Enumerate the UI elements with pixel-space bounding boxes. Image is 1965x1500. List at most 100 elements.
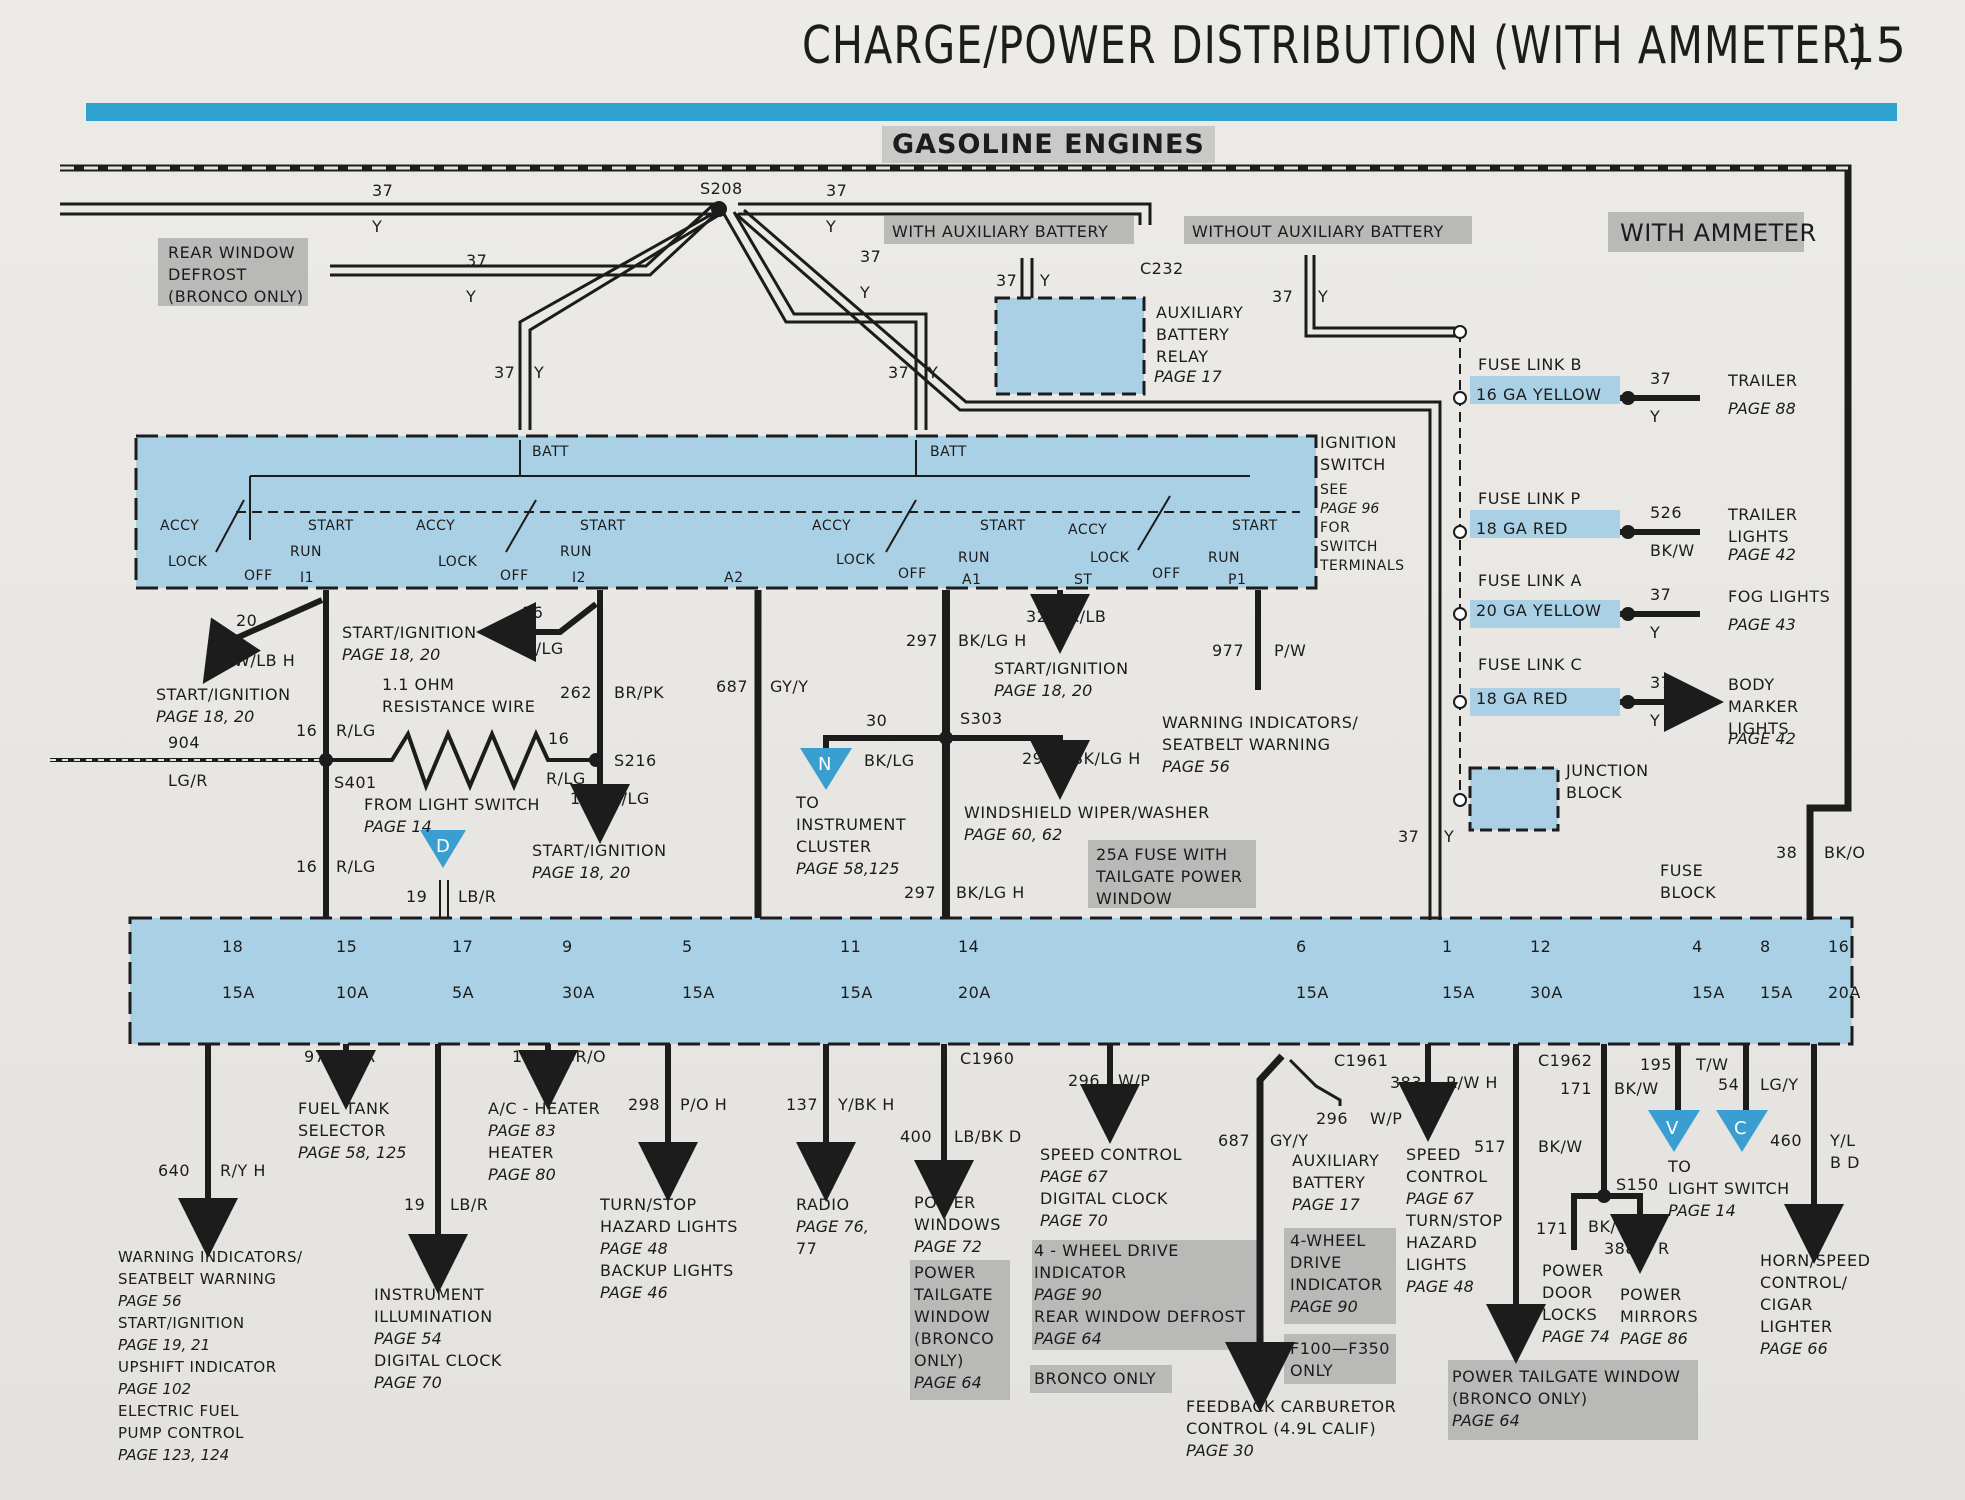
switch-position-off: OFF <box>244 568 273 584</box>
label: 195 <box>1640 1055 1672 1074</box>
label: C1962 <box>1538 1051 1592 1070</box>
label-line: ILLUMINATION <box>374 1307 493 1326</box>
label-line: WARNING INDICATORS/ <box>118 1248 303 1266</box>
fuse-amps: 20A <box>1828 983 1861 1002</box>
fuse-link-page: PAGE 42 <box>1728 545 1796 564</box>
label-line: POWER TAILGATE WINDOW <box>1452 1367 1680 1386</box>
label: GY/Y <box>1270 1131 1309 1150</box>
label: 460 <box>1770 1131 1802 1150</box>
circuit-number: 297 <box>906 631 938 650</box>
circuit-number: 32 <box>1026 607 1047 626</box>
junction-block-label-line: BLOCK <box>1566 783 1622 802</box>
circuit-number: 904 <box>168 733 200 752</box>
splice-s208: S208 <box>700 179 743 198</box>
fuse-link-gauge: 16 GA YELLOW <box>1476 385 1601 404</box>
label-line: PAGE 123, 124 <box>118 1446 229 1464</box>
wire-color: Y <box>1649 407 1660 426</box>
section-title: GASOLINE ENGINES <box>882 126 1215 163</box>
fuse-link-name: FUSE LINK P <box>1478 489 1581 508</box>
start-ignition-dest-line: START/IGNITION <box>156 685 291 704</box>
wire-color: R/LG <box>336 857 376 876</box>
fuse-amps: 15A <box>1692 983 1725 1002</box>
switch-position-lock: LOCK <box>1090 550 1130 566</box>
circuit-number: 37 <box>372 181 393 200</box>
wire-color: R/LG <box>546 769 586 788</box>
start-ignition-dest-line: PAGE 18, 20 <box>342 645 440 664</box>
junction-block-label-line: JUNCTION <box>1565 761 1649 780</box>
label-line: 4 - WHEEL DRIVE <box>1034 1241 1179 1260</box>
circuit-number: 16 <box>296 857 317 876</box>
label-line: BATTERY <box>1292 1173 1365 1192</box>
wire-color: LB/R <box>458 887 496 906</box>
wire-color: Y <box>1649 623 1660 642</box>
label: R <box>1658 1239 1670 1258</box>
label-line: PAGE 70 <box>374 1373 442 1392</box>
label-line: DIGITAL CLOCK <box>374 1351 502 1370</box>
start-ignition-dest-line: START/IGNITION <box>994 659 1129 678</box>
label: R <box>364 1047 376 1066</box>
fuse-amps: 15A <box>1760 983 1793 1002</box>
label: BK/W <box>1614 1079 1659 1098</box>
label-line: HAZARD LIGHTS <box>600 1217 738 1236</box>
wire-color: Y <box>1317 287 1328 306</box>
fuse-link-destination-line: TRAILER <box>1727 505 1798 524</box>
wire-color: BK/LG <box>864 751 915 770</box>
ignition-switch-title-line: SWITCH <box>1320 455 1386 474</box>
circuit-number: 16 <box>570 789 591 808</box>
fuse-number: 14 <box>958 937 979 956</box>
circuit-number: 37 <box>466 251 487 270</box>
label-line: TURN/STOP <box>599 1195 697 1214</box>
circuit-number: 16 <box>296 721 317 740</box>
label: 137 <box>786 1095 818 1114</box>
fuse-block-title-line: BLOCK <box>1660 883 1716 902</box>
wire-color: BK/LG H <box>958 631 1027 650</box>
label: LG/Y <box>1760 1075 1798 1094</box>
circuit-number: 37 <box>996 271 1017 290</box>
label-line: DOOR <box>1542 1283 1593 1302</box>
wire-color: W/LB H <box>234 651 295 670</box>
fuse-number: 9 <box>562 937 573 956</box>
label-line: PAGE 90 <box>1290 1297 1358 1316</box>
marker-d: D <box>436 836 450 857</box>
switch-terminal: A2 <box>724 570 743 586</box>
label: 181 <box>512 1047 544 1066</box>
circuit-number: 297 <box>1022 749 1054 768</box>
label: R/Y H <box>220 1161 266 1180</box>
label-line: PAGE 64 <box>1452 1411 1520 1430</box>
label-line: SPEED CONTROL <box>1040 1145 1182 1164</box>
label-line: INSTRUMENT <box>374 1285 484 1304</box>
label-line: WINDOW <box>914 1307 990 1326</box>
label-line: SPEED <box>1406 1145 1461 1164</box>
label-line: PAGE 48 <box>600 1239 668 1258</box>
label-line: BACKUP LIGHTS <box>600 1261 734 1280</box>
wire-color: Y <box>533 363 544 382</box>
wires <box>50 164 1852 1412</box>
fuse-link-destination-line: LIGHTS <box>1728 719 1789 738</box>
warning-indicators-dest-line: WARNING INDICATORS/ <box>1162 713 1358 732</box>
fuse-number: 18 <box>222 937 243 956</box>
ignition-switch-note-line: SEE <box>1320 482 1348 498</box>
fuse-number: 6 <box>1296 937 1307 956</box>
label-line: PAGE 86 <box>1620 1329 1688 1348</box>
circuit-number: 19 <box>406 887 427 906</box>
label: C1960 <box>960 1049 1014 1068</box>
wire-color: Y <box>1443 827 1454 846</box>
label-line: SELECTOR <box>298 1121 386 1140</box>
fuse-link-name: FUSE LINK B <box>1478 355 1582 374</box>
wire-color: BK/W <box>1650 541 1695 560</box>
wire-color: GY/Y <box>770 677 809 696</box>
label-line: TURN/STOP <box>1405 1211 1503 1230</box>
wire-color: Y <box>859 283 870 302</box>
switch-position-off: OFF <box>500 568 529 584</box>
switch-position-accy: ACCY <box>416 518 455 534</box>
label-line: CONTROL <box>1406 1167 1488 1186</box>
label: T/W <box>1695 1055 1728 1074</box>
label: 298 <box>628 1095 660 1114</box>
fuse-link-gauge: 20 GA YELLOW <box>1476 601 1601 620</box>
label-line: PAGE 14 <box>1668 1201 1736 1220</box>
to-instrument-cluster-line: PAGE 58,125 <box>796 859 899 878</box>
circuit-number: 38 <box>1776 843 1797 862</box>
label-line: B D <box>1830 1153 1860 1172</box>
wire-color: R/LG <box>336 721 376 740</box>
